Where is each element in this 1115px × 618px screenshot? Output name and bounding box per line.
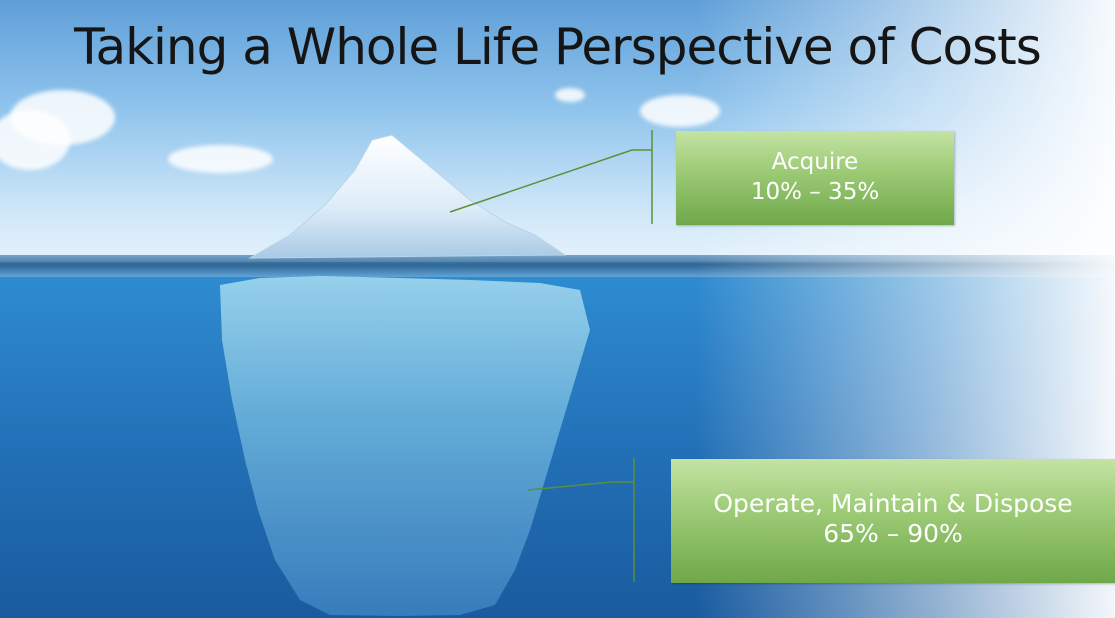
operate-callout: Operate, Maintain & Dispose 65% – 90% (671, 459, 1115, 583)
acquire-callout: Acquire 10% – 35% (676, 131, 954, 225)
operate-range: 65% – 90% (823, 519, 963, 548)
acquire-connector (449, 149, 652, 213)
iceberg-underwater (220, 276, 590, 616)
cloud (555, 88, 585, 102)
cloud (0, 110, 70, 170)
slide-title: Taking a Whole Life Perspective of Costs (74, 18, 1042, 76)
acquire-range: 10% – 35% (750, 179, 880, 205)
iceberg-tip (248, 134, 567, 259)
operate-label: Operate, Maintain & Dispose (713, 489, 1073, 518)
operate-connector (527, 481, 634, 491)
cloud (168, 145, 273, 173)
acquire-label: Acquire (771, 149, 859, 175)
